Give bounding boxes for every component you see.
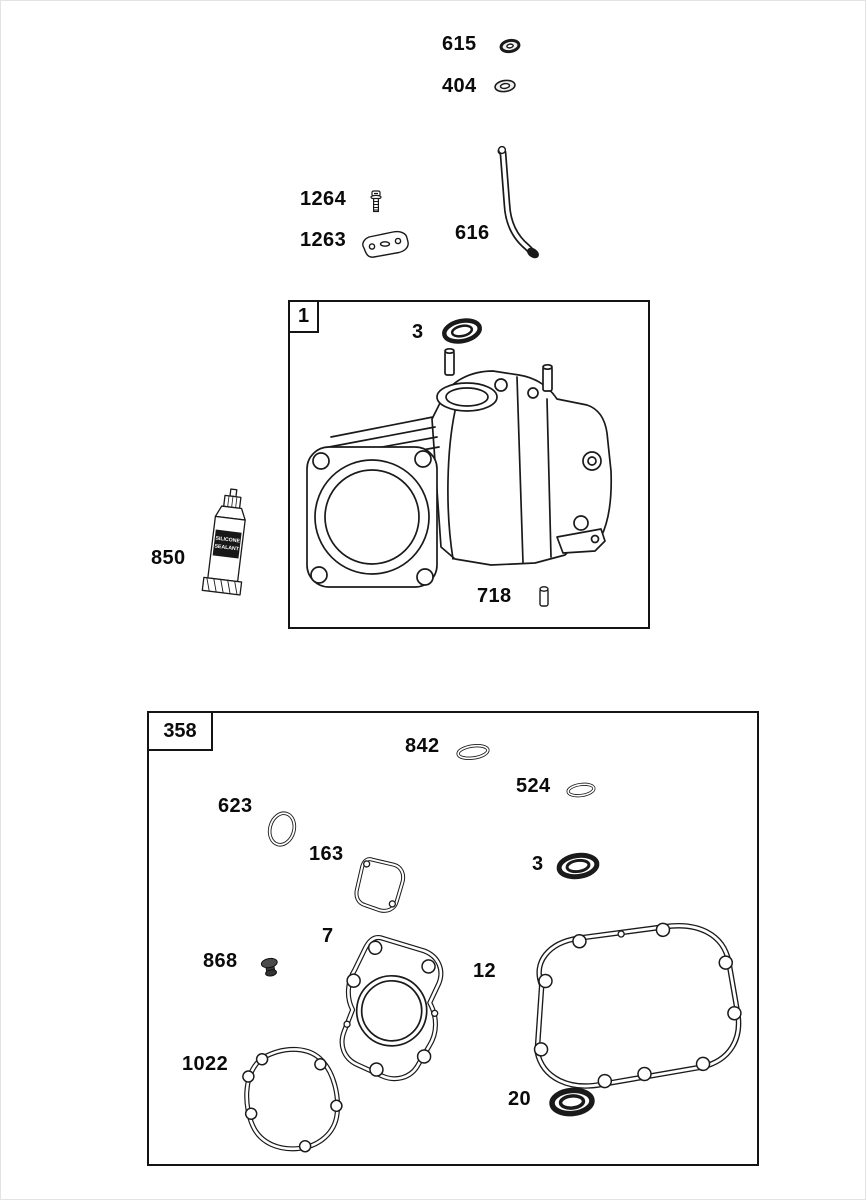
thin-o-ring-icon — [456, 744, 490, 760]
cup-plug-icon — [260, 957, 278, 977]
sealant-tube-label-line1: SILICONE — [215, 536, 241, 545]
oil-dipstick-tube-icon — [497, 145, 539, 259]
oil-seal-icon — [442, 318, 482, 344]
part-ref-842: 842 — [405, 735, 440, 757]
breather-gasket-icon — [354, 857, 406, 913]
group-1-tag: 1 — [288, 300, 319, 333]
part-ref-20: 20 — [508, 1088, 532, 1110]
part-ref-718: 718 — [477, 585, 512, 607]
oil-seal-icon-358 — [556, 852, 600, 880]
part-ref-524: 524 — [516, 775, 551, 797]
crankcase-gasket-icon — [533, 922, 742, 1089]
cylinder-head-gasket-icon — [339, 935, 444, 1082]
part-ref-868: 868 — [203, 950, 238, 972]
oil-seal-icon-20 — [549, 1087, 595, 1117]
grommet-seal-icon — [499, 38, 521, 54]
screw-icon — [370, 190, 382, 213]
part-ref-1264: 1264 — [300, 188, 347, 210]
part-ref-163: 163 — [309, 843, 344, 865]
group-358-tag: 358 — [147, 711, 213, 751]
part-ref-404: 404 — [442, 75, 477, 97]
breather-cover-plate-icon — [362, 230, 409, 258]
sealant-tube-icon: SILICONE SEALANT — [201, 488, 246, 596]
group-box-1: 1 — [288, 300, 650, 629]
part-ref-3-group358: 3 — [532, 853, 544, 875]
part-ref-1022: 1022 — [182, 1053, 229, 1075]
part-ref-1263: 1263 — [300, 229, 347, 251]
o-ring-icon — [267, 811, 297, 847]
part-ref-7: 7 — [322, 925, 334, 947]
cover-gasket-icon — [242, 1046, 343, 1153]
group-box-358: 358 — [147, 711, 759, 1166]
cylinder-crankcase-drawing — [306, 347, 613, 588]
sealant-tube-label-line2: SEALANT — [214, 544, 240, 553]
part-ref-12: 12 — [473, 960, 497, 982]
thin-o-ring-icon-524 — [566, 782, 596, 798]
part-ref-850: 850 — [151, 547, 186, 569]
part-ref-3-group1: 3 — [412, 321, 424, 343]
part-ref-615: 615 — [442, 33, 477, 55]
part-ref-616: 616 — [455, 222, 490, 244]
dowel-pin-icon — [539, 586, 549, 607]
part-ref-623: 623 — [218, 795, 253, 817]
sealing-washer-icon — [494, 79, 516, 93]
